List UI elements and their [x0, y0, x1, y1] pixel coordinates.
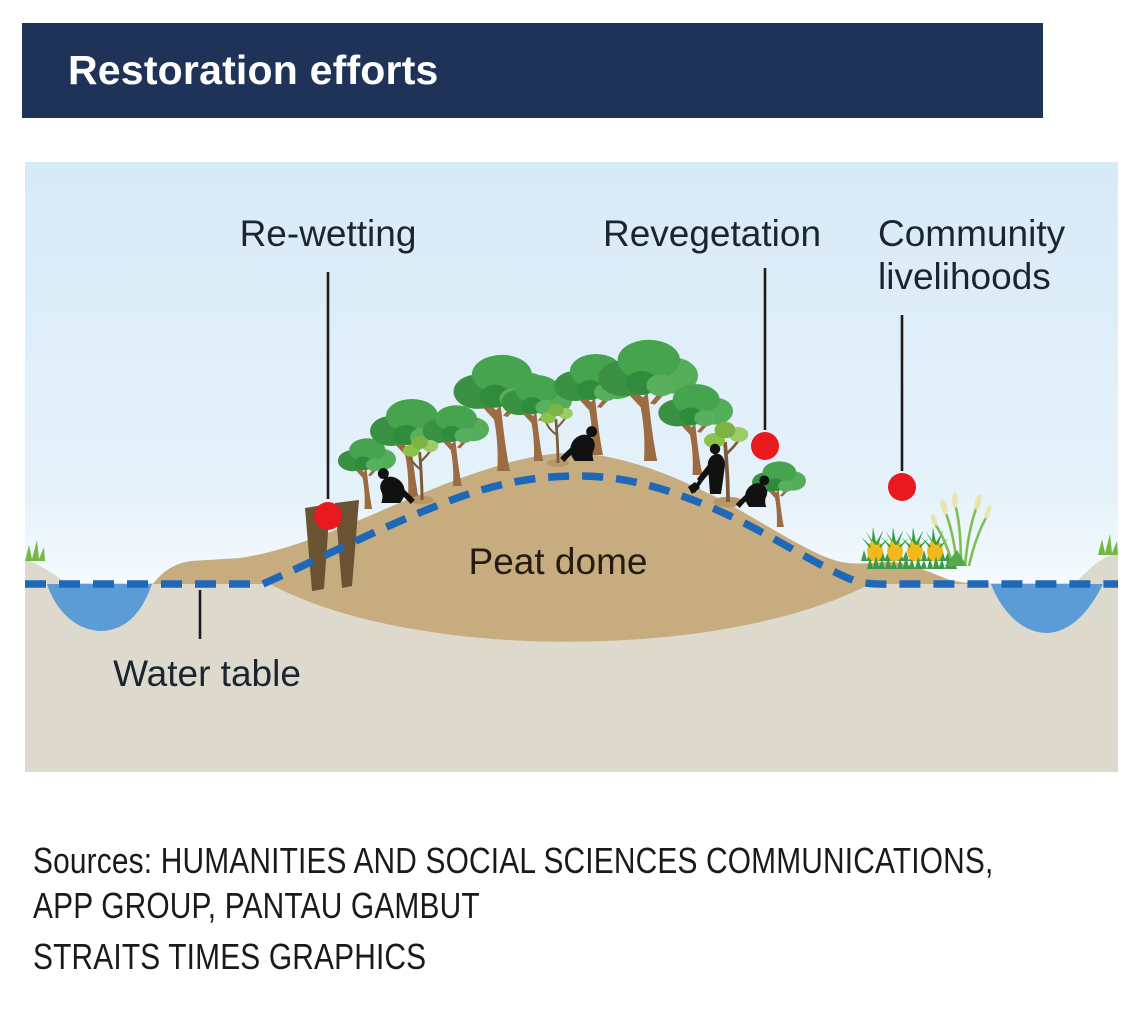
revegetation-marker-dot — [751, 432, 779, 460]
peatland-illustration — [25, 162, 1118, 772]
community-marker-dot — [888, 473, 916, 501]
diagram-panel: Re-wetting Revegetation Community liveli… — [25, 162, 1118, 772]
markers — [314, 432, 916, 530]
label-connectors — [198, 268, 904, 639]
underground-soil — [25, 553, 1118, 772]
label-revegetation: Revegetation — [602, 213, 822, 254]
water-pool-left — [47, 584, 152, 631]
water-table-line — [25, 472, 1118, 588]
page-title: Restoration efforts — [68, 47, 439, 93]
rewetting-marker-dot — [314, 502, 342, 530]
water-pool-right — [991, 584, 1103, 633]
credit-text: STRAITS TIMES GRAPHICS — [33, 936, 427, 977]
header-bar: Restoration efforts — [22, 23, 1043, 118]
label-rewetting: Re-wetting — [239, 213, 417, 254]
label-peat-dome: Peat dome — [468, 541, 648, 582]
label-community-line1: Community — [878, 213, 1066, 254]
label-community-line2: livelihoods — [878, 256, 1051, 297]
sources-line-2: APP GROUP, PANTAU GAMBUT — [33, 885, 480, 926]
peat-dome-shape — [153, 453, 987, 642]
label-community-livelihoods: Community livelihoods — [878, 212, 1065, 298]
sources-line-1: Sources: HUMANITIES AND SOCIAL SCIENCES … — [33, 840, 994, 881]
label-water-table: Water table — [113, 653, 301, 694]
